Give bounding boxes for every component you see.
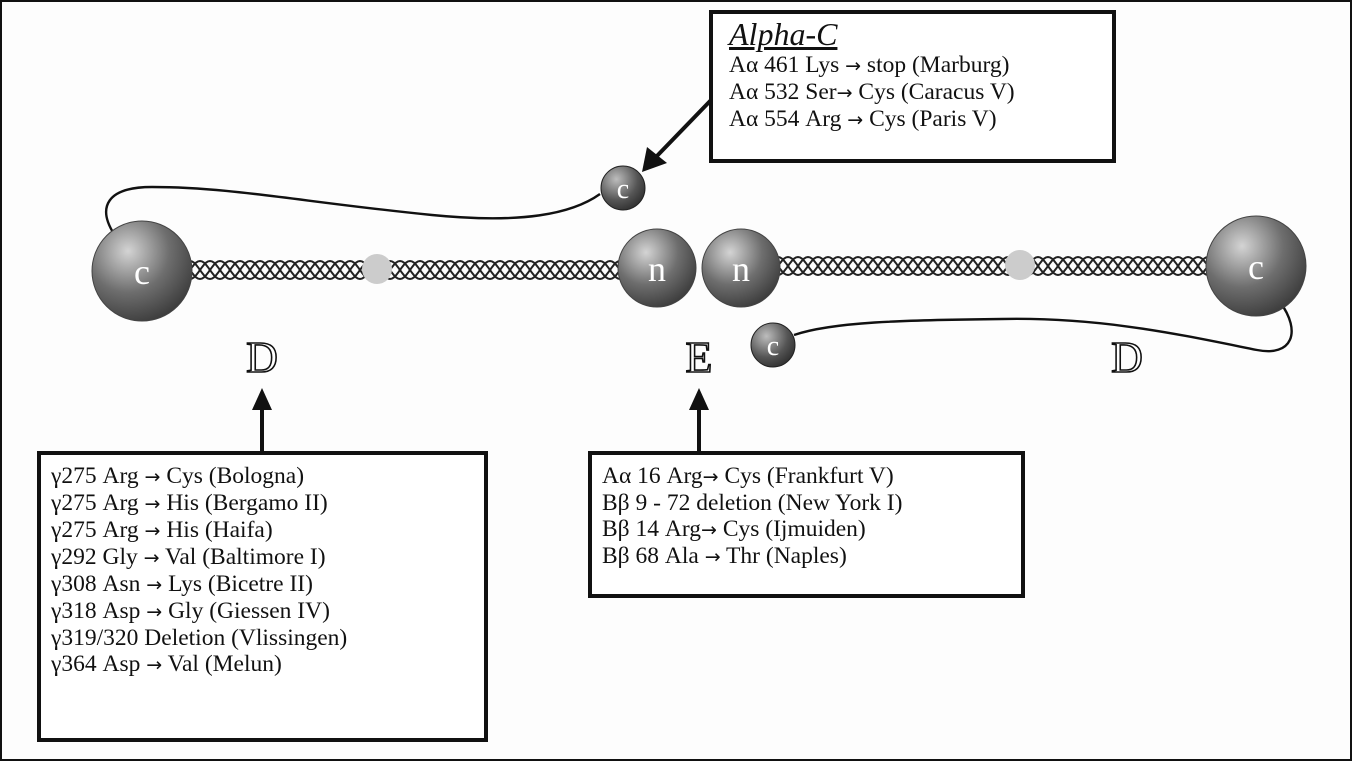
alpha-c-domain-bottom: c (750, 322, 796, 368)
mutation-line: Aα 554 Arg → Cys (Paris V) (729, 106, 1102, 133)
mutation-text: γ308 Asn (51, 571, 147, 597)
e-region-mutation-box: Aα 16 Arg→ Cys (Frankfurt V)Bβ 9 - 72 de… (588, 451, 1025, 598)
mutation-text: γ275 Arg (51, 490, 145, 516)
mutation-text: Lys (Bicetre II) (162, 571, 313, 597)
mutation-text: Cys (Ijmuiden) (716, 516, 866, 542)
right-arrow-icon: → (146, 654, 163, 676)
mutation-line: γ364 Asp → Val (Melun) (51, 651, 478, 678)
n-domain-left: n (617, 228, 697, 308)
c-domain-left-label: c (134, 252, 150, 292)
arrow-to-alpha-c-head (642, 147, 667, 172)
alpha-c-domain-top-label: c (617, 174, 629, 205)
n-domain-right: n (701, 228, 781, 308)
coiled-coil-right-inner (777, 255, 1211, 277)
mutation-text: Cys (Frankfurt V) (718, 463, 894, 489)
mutation-text: γ364 Asp (51, 651, 147, 677)
right-arrow-icon: → (702, 466, 719, 488)
mutation-text: Val (Melun) (162, 651, 282, 677)
mutation-text: His (Bergamo II) (160, 490, 328, 516)
mutation-line: γ275 Arg → Cys (Bologna) (51, 463, 478, 490)
mutation-text: γ318 Asp (51, 598, 147, 624)
mutation-line: γ275 Arg → His (Bergamo II) (51, 490, 478, 517)
right-arrow-icon: → (836, 82, 853, 104)
mutation-text: γ275 Arg (51, 463, 145, 489)
mutation-line: Bβ 14 Arg→ Cys (Ijmuiden) (602, 516, 1015, 543)
mutation-line: Aα 532 Ser→ Cys (Caracus V) (729, 79, 1102, 106)
c-domain-right: c (1205, 215, 1307, 317)
mutation-text: Aα 554 Arg (729, 106, 848, 132)
mutation-text: Val (Baltimore I) (159, 544, 326, 570)
mutation-text: Bβ 9 - 72 deletion (New York I) (602, 490, 903, 516)
helix-strand (777, 255, 1211, 277)
arrow-to-alpha-c (653, 95, 716, 160)
mutation-line: γ319/320 Deletion (Vlissingen) (51, 625, 478, 651)
region-label-d-left: D (246, 333, 278, 382)
coiled-coil-right-outer (777, 255, 1211, 277)
arrow-to-d-region-head (252, 388, 272, 410)
mutation-line: Bβ 9 - 72 deletion (New York I) (602, 490, 1015, 516)
mutation-text: γ275 Arg (51, 517, 145, 543)
right-arrow-icon: → (146, 574, 163, 596)
alpha-c-domain-top: c (600, 165, 646, 211)
alpha-c-mutation-list: Aα 461 Lys → stop (Marburg)Aα 532 Ser→ C… (729, 52, 1102, 133)
mutation-text: Aα 461 Lys (729, 52, 846, 78)
mutation-text: Thr (Naples) (720, 543, 847, 569)
region-label-e: E (686, 333, 713, 382)
mutation-line: γ275 Arg → His (Haifa) (51, 517, 478, 544)
mutation-text: Aα 16 Arg (602, 463, 703, 489)
arrow-to-e-region-head (689, 388, 709, 410)
alpha-c-domain-bottom-label: c (767, 331, 779, 362)
right-arrow-icon: → (144, 493, 161, 515)
mutation-text: γ292 Gly (51, 544, 144, 570)
mutation-text: Aα 532 Ser (729, 79, 837, 105)
helix-strand (777, 255, 1211, 277)
mutation-line: Aα 461 Lys → stop (Marburg) (729, 52, 1102, 79)
coiled-coil-left-outer (189, 259, 623, 281)
c-domain-right-label: c (1248, 247, 1264, 287)
coil-node-right (1005, 250, 1035, 280)
right-arrow-icon: → (847, 109, 864, 131)
alpha-c-title: Alpha-C (729, 16, 838, 52)
alpha-c-tether-right (793, 301, 1293, 353)
right-arrow-icon: → (704, 546, 721, 568)
mutation-text: Cys (Caracus V) (852, 79, 1015, 105)
helix-strand (777, 255, 1211, 277)
n-domain-right-label: n (732, 249, 750, 289)
mutation-text: Bβ 68 Ala (602, 543, 705, 569)
alpha-c-mutation-box: Alpha-C Aα 461 Lys → stop (Marburg)Aα 53… (709, 10, 1116, 163)
helix-strand (189, 259, 623, 281)
region-label-d-right: D (1111, 333, 1143, 382)
n-domain-left-label: n (648, 249, 666, 289)
right-arrow-icon: → (144, 466, 161, 488)
helix-strand (189, 259, 623, 281)
mutation-line: γ318 Asp → Gly (Giessen IV) (51, 598, 478, 625)
mutation-text: Cys (Bologna) (160, 463, 305, 489)
mutation-line: γ292 Gly → Val (Baltimore I) (51, 544, 478, 571)
mutation-text: γ319/320 Deletion (Vlissingen) (51, 625, 348, 651)
d-region-mutation-list: γ275 Arg → Cys (Bologna)γ275 Arg → His (… (51, 463, 478, 678)
mutation-text: stop (Marburg) (861, 52, 1010, 78)
mutation-line: γ308 Asn → Lys (Bicetre II) (51, 571, 478, 598)
right-arrow-icon: → (701, 519, 717, 541)
mutation-text: Bβ 14 Arg (602, 516, 702, 542)
coiled-coil-left-inner (189, 259, 623, 281)
right-arrow-icon: → (143, 547, 160, 569)
e-region-mutation-list: Aα 16 Arg→ Cys (Frankfurt V)Bβ 9 - 72 de… (602, 463, 1015, 570)
helix-strand (189, 259, 623, 281)
d-region-mutation-box: γ275 Arg → Cys (Bologna)γ275 Arg → His (… (37, 451, 488, 742)
mutation-text: Gly (Giessen IV) (162, 598, 330, 624)
right-arrow-icon: → (144, 520, 161, 542)
coil-node-left (362, 254, 392, 284)
right-arrow-icon: → (146, 601, 163, 623)
right-arrow-icon: → (845, 55, 862, 77)
mutation-line: Aα 16 Arg→ Cys (Frankfurt V) (602, 463, 1015, 490)
c-domain-left: c (91, 220, 193, 322)
mutation-text: Cys (Paris V) (863, 106, 997, 132)
alpha-c-tether-left (105, 185, 601, 235)
mutation-line: Bβ 68 Ala → Thr (Naples) (602, 543, 1015, 570)
mutation-text: His (Haifa) (160, 517, 273, 543)
